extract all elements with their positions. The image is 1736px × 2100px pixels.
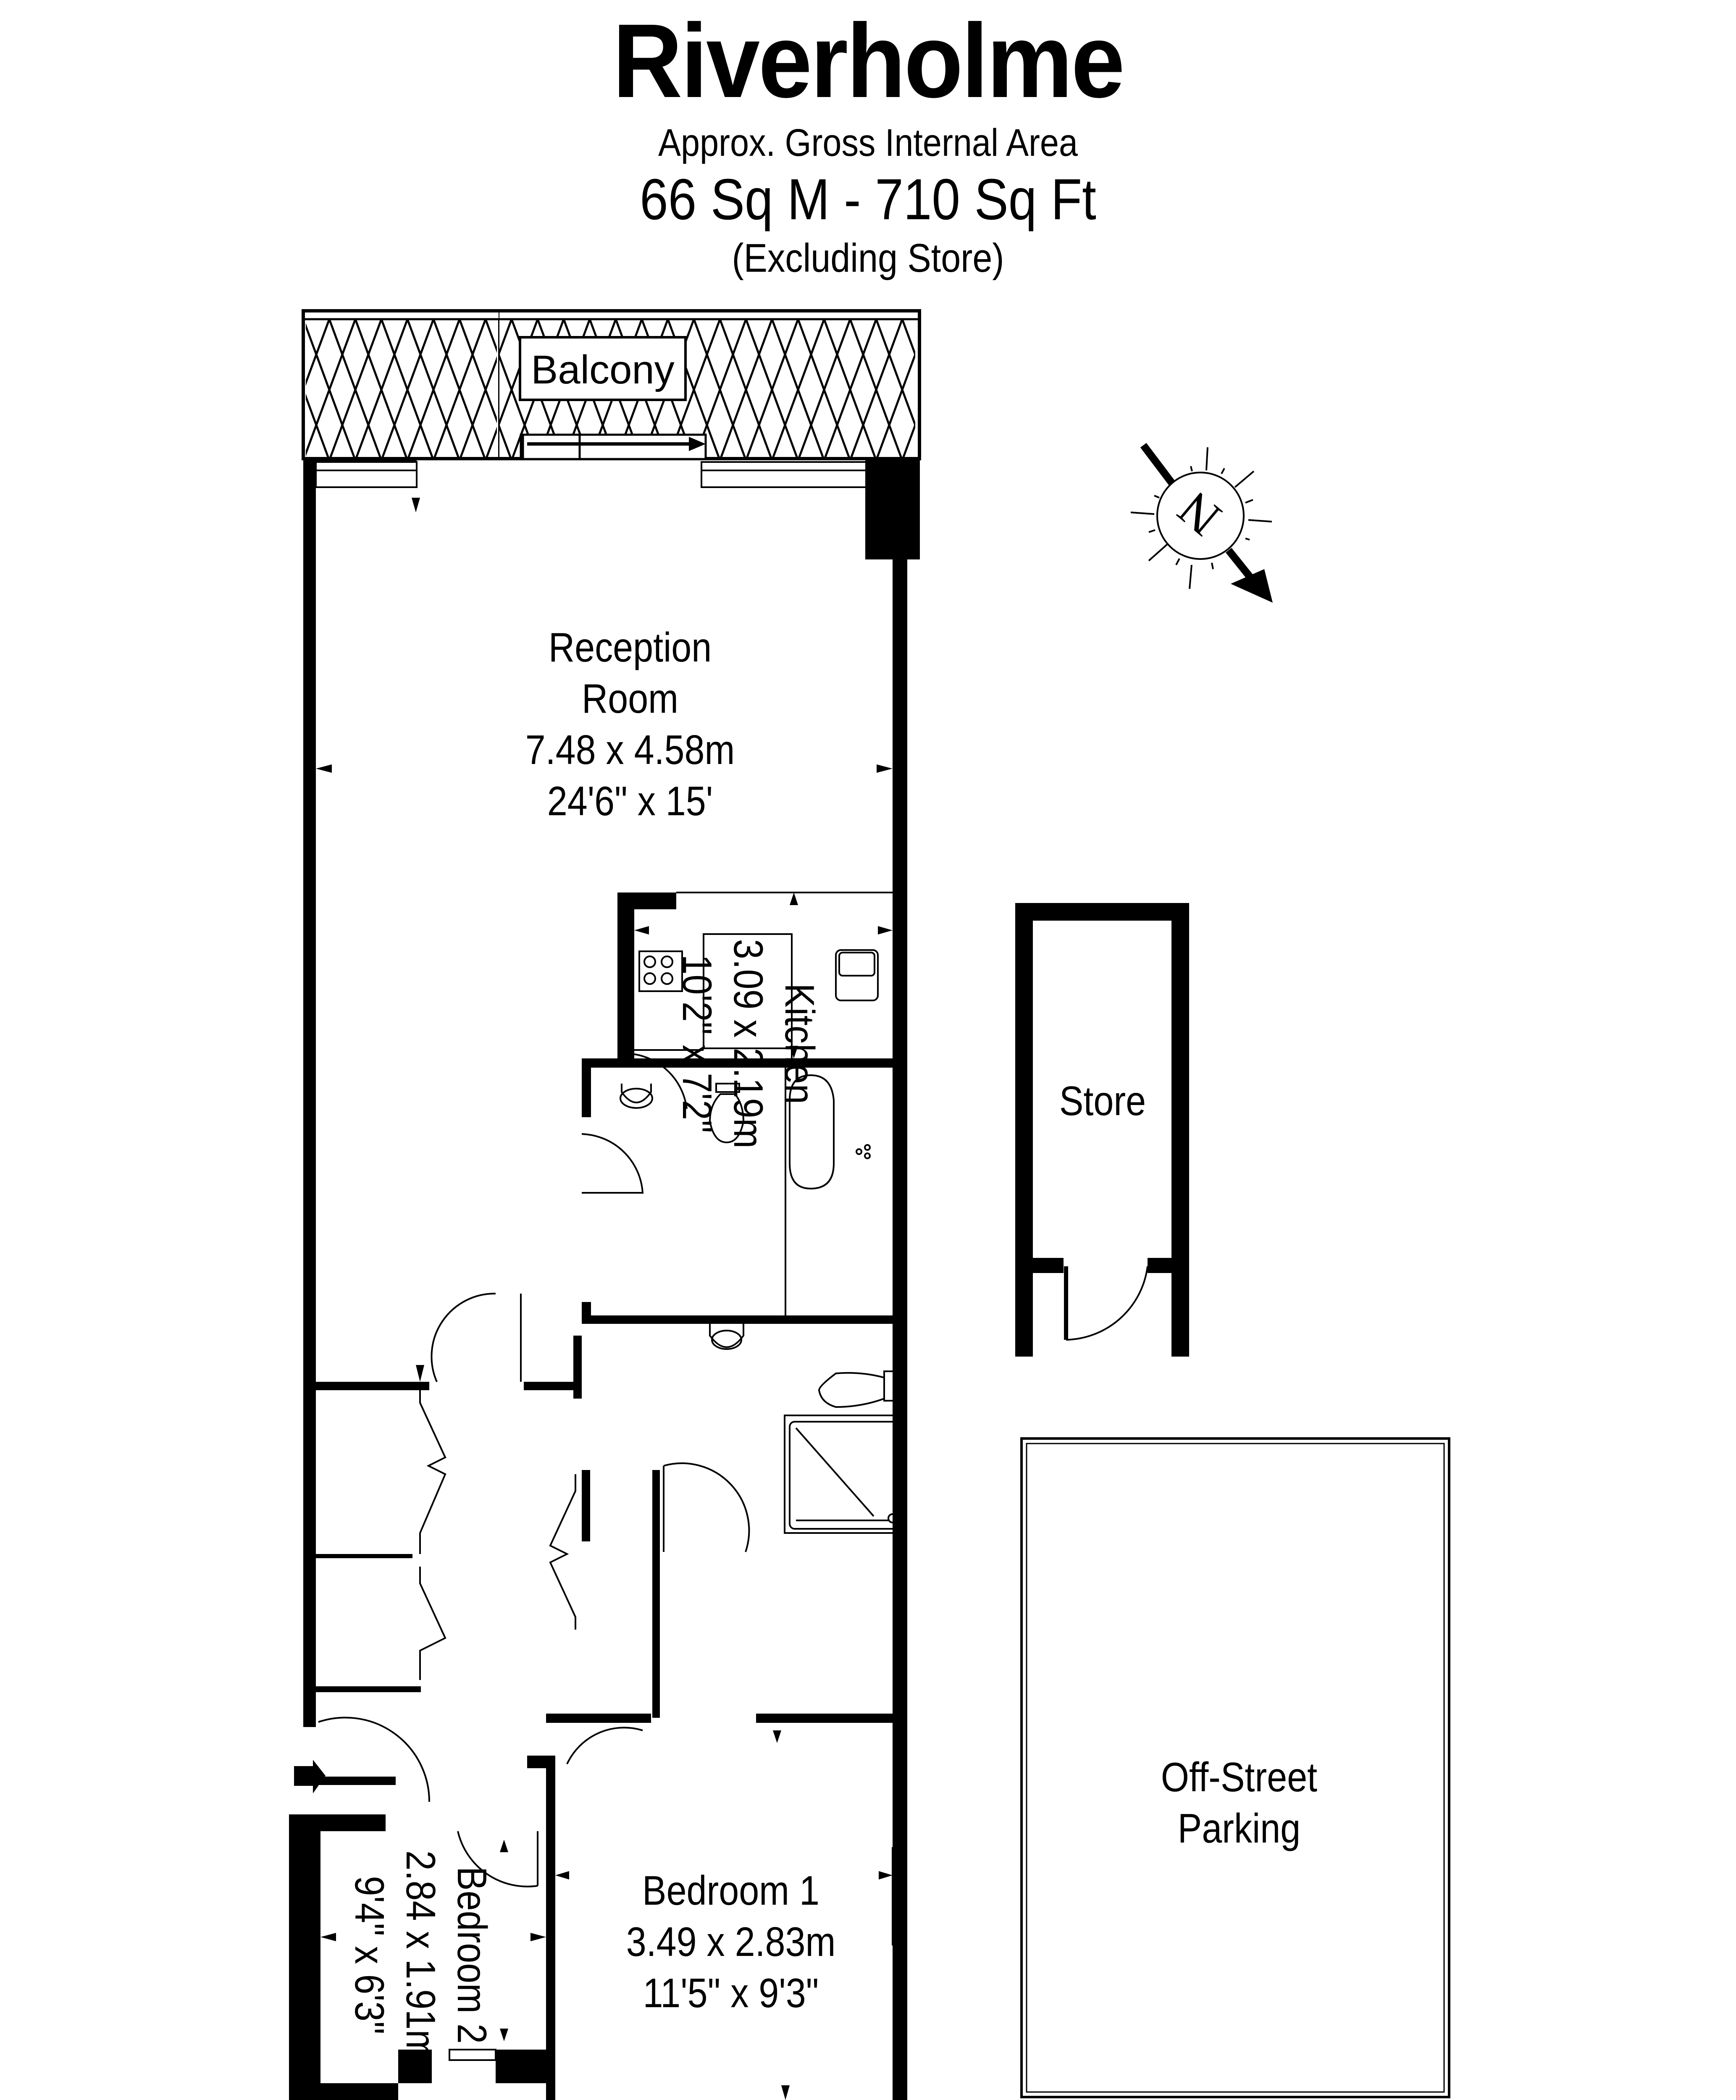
store-label: Store [1059,1078,1146,1124]
plan-title: Riverholme [612,2,1125,119]
bedroom2-name: Bedroom 2 [449,1866,495,2044]
bedroom1-imperial: 11'5" x 9'3" [643,1970,819,2016]
kitchen-name: Kitchen [777,983,823,1104]
store-walls [1015,903,1189,1357]
balcony-label: Balcony [519,336,687,401]
kitchen-imperial: 10'2" x 7'2" [674,954,720,1133]
reception-name-1: Reception [548,624,712,670]
parking-name-2: Parking [1177,1805,1301,1851]
bedroom2-metric: 2.84 x 1.91m [398,1850,444,2060]
kitchen-metric: 3.09 x 2.19m [725,939,772,1149]
bedroom2-label: Bedroom 2 2.84 x 1.91m 9'4" x 6'3" [342,1848,498,2062]
bedroom2-imperial: 9'4" x 6'3" [347,1876,393,2034]
reception-room-label: Reception Room 7.48 x 4.58m 24'6" x 15' [482,622,778,827]
bedroom1-label: Bedroom 1 3.49 x 2.83m 11'5" x 9'3" [587,1865,875,2019]
area-subtitle: Approx. Gross Internal Area [658,121,1078,164]
reception-metric: 7.48 x 4.58m [525,727,735,773]
reception-name-2: Room [581,675,679,722]
bedroom1-metric: 3.49 x 2.83m [626,1919,836,1965]
parking-name-1: Off-Street [1161,1754,1318,1800]
entrance-arrow-icon [294,1760,326,1793]
kitchen-label: Kitchen 3.09 x 2.19m 10'2" x 7'2" [670,914,825,1173]
reception-imperial: 24'6" x 15' [547,778,713,824]
parking-label: Off-Street Parking [1110,1751,1368,1854]
north-arrow-icon [1130,443,1273,603]
gross-area: 66 Sq M - 710 Sq Ft [640,167,1096,232]
walls [289,459,920,2100]
dimension-arrows [316,498,893,2100]
parking-outline [1020,1437,1450,2098]
area-note: (Excluding Store) [732,236,1004,281]
bedroom1-name: Bedroom 1 [642,1867,819,1914]
